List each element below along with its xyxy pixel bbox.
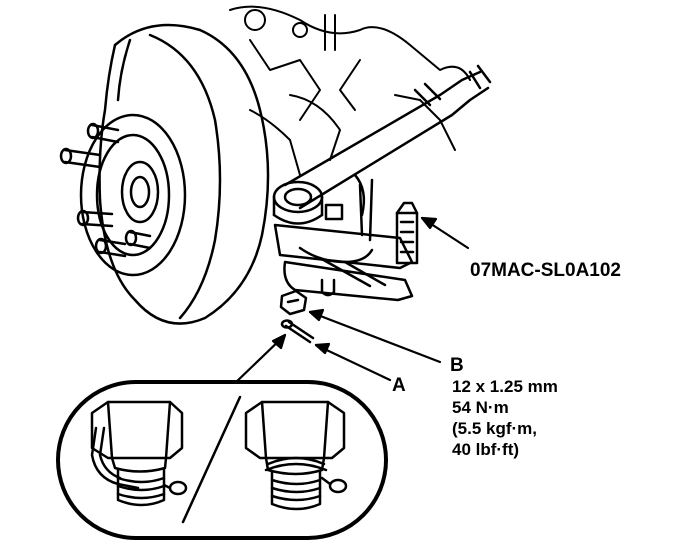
torque-wrench	[272, 64, 492, 225]
spec-thread-size: 12 x 1.25 mm	[452, 377, 558, 396]
wheel-hub	[79, 113, 187, 277]
cotter-pin	[280, 319, 315, 344]
castle-nut	[279, 289, 308, 316]
leader-line-b	[308, 308, 442, 364]
spec-torque-kgfm: (5.5 kgf·m,	[452, 419, 537, 438]
callout-a-label: A	[392, 375, 406, 396]
inset-nut-right	[244, 400, 348, 511]
tool-number-label: 07MAC-SL0A102	[470, 260, 621, 281]
leader-line-inset	[231, 333, 287, 387]
background-suspension	[229, 5, 471, 176]
inset-nut-left	[90, 400, 188, 507]
leader-line-a	[314, 342, 392, 382]
wheel-studs	[59, 122, 152, 258]
spec-torque-nm: 54 N·m	[452, 398, 509, 417]
ball-joint-remover-tool	[273, 173, 419, 302]
spec-torque-lbfft: 40 lbf·ft)	[452, 440, 519, 459]
callout-b-label: B	[450, 355, 464, 376]
leader-line-tool	[420, 216, 470, 250]
